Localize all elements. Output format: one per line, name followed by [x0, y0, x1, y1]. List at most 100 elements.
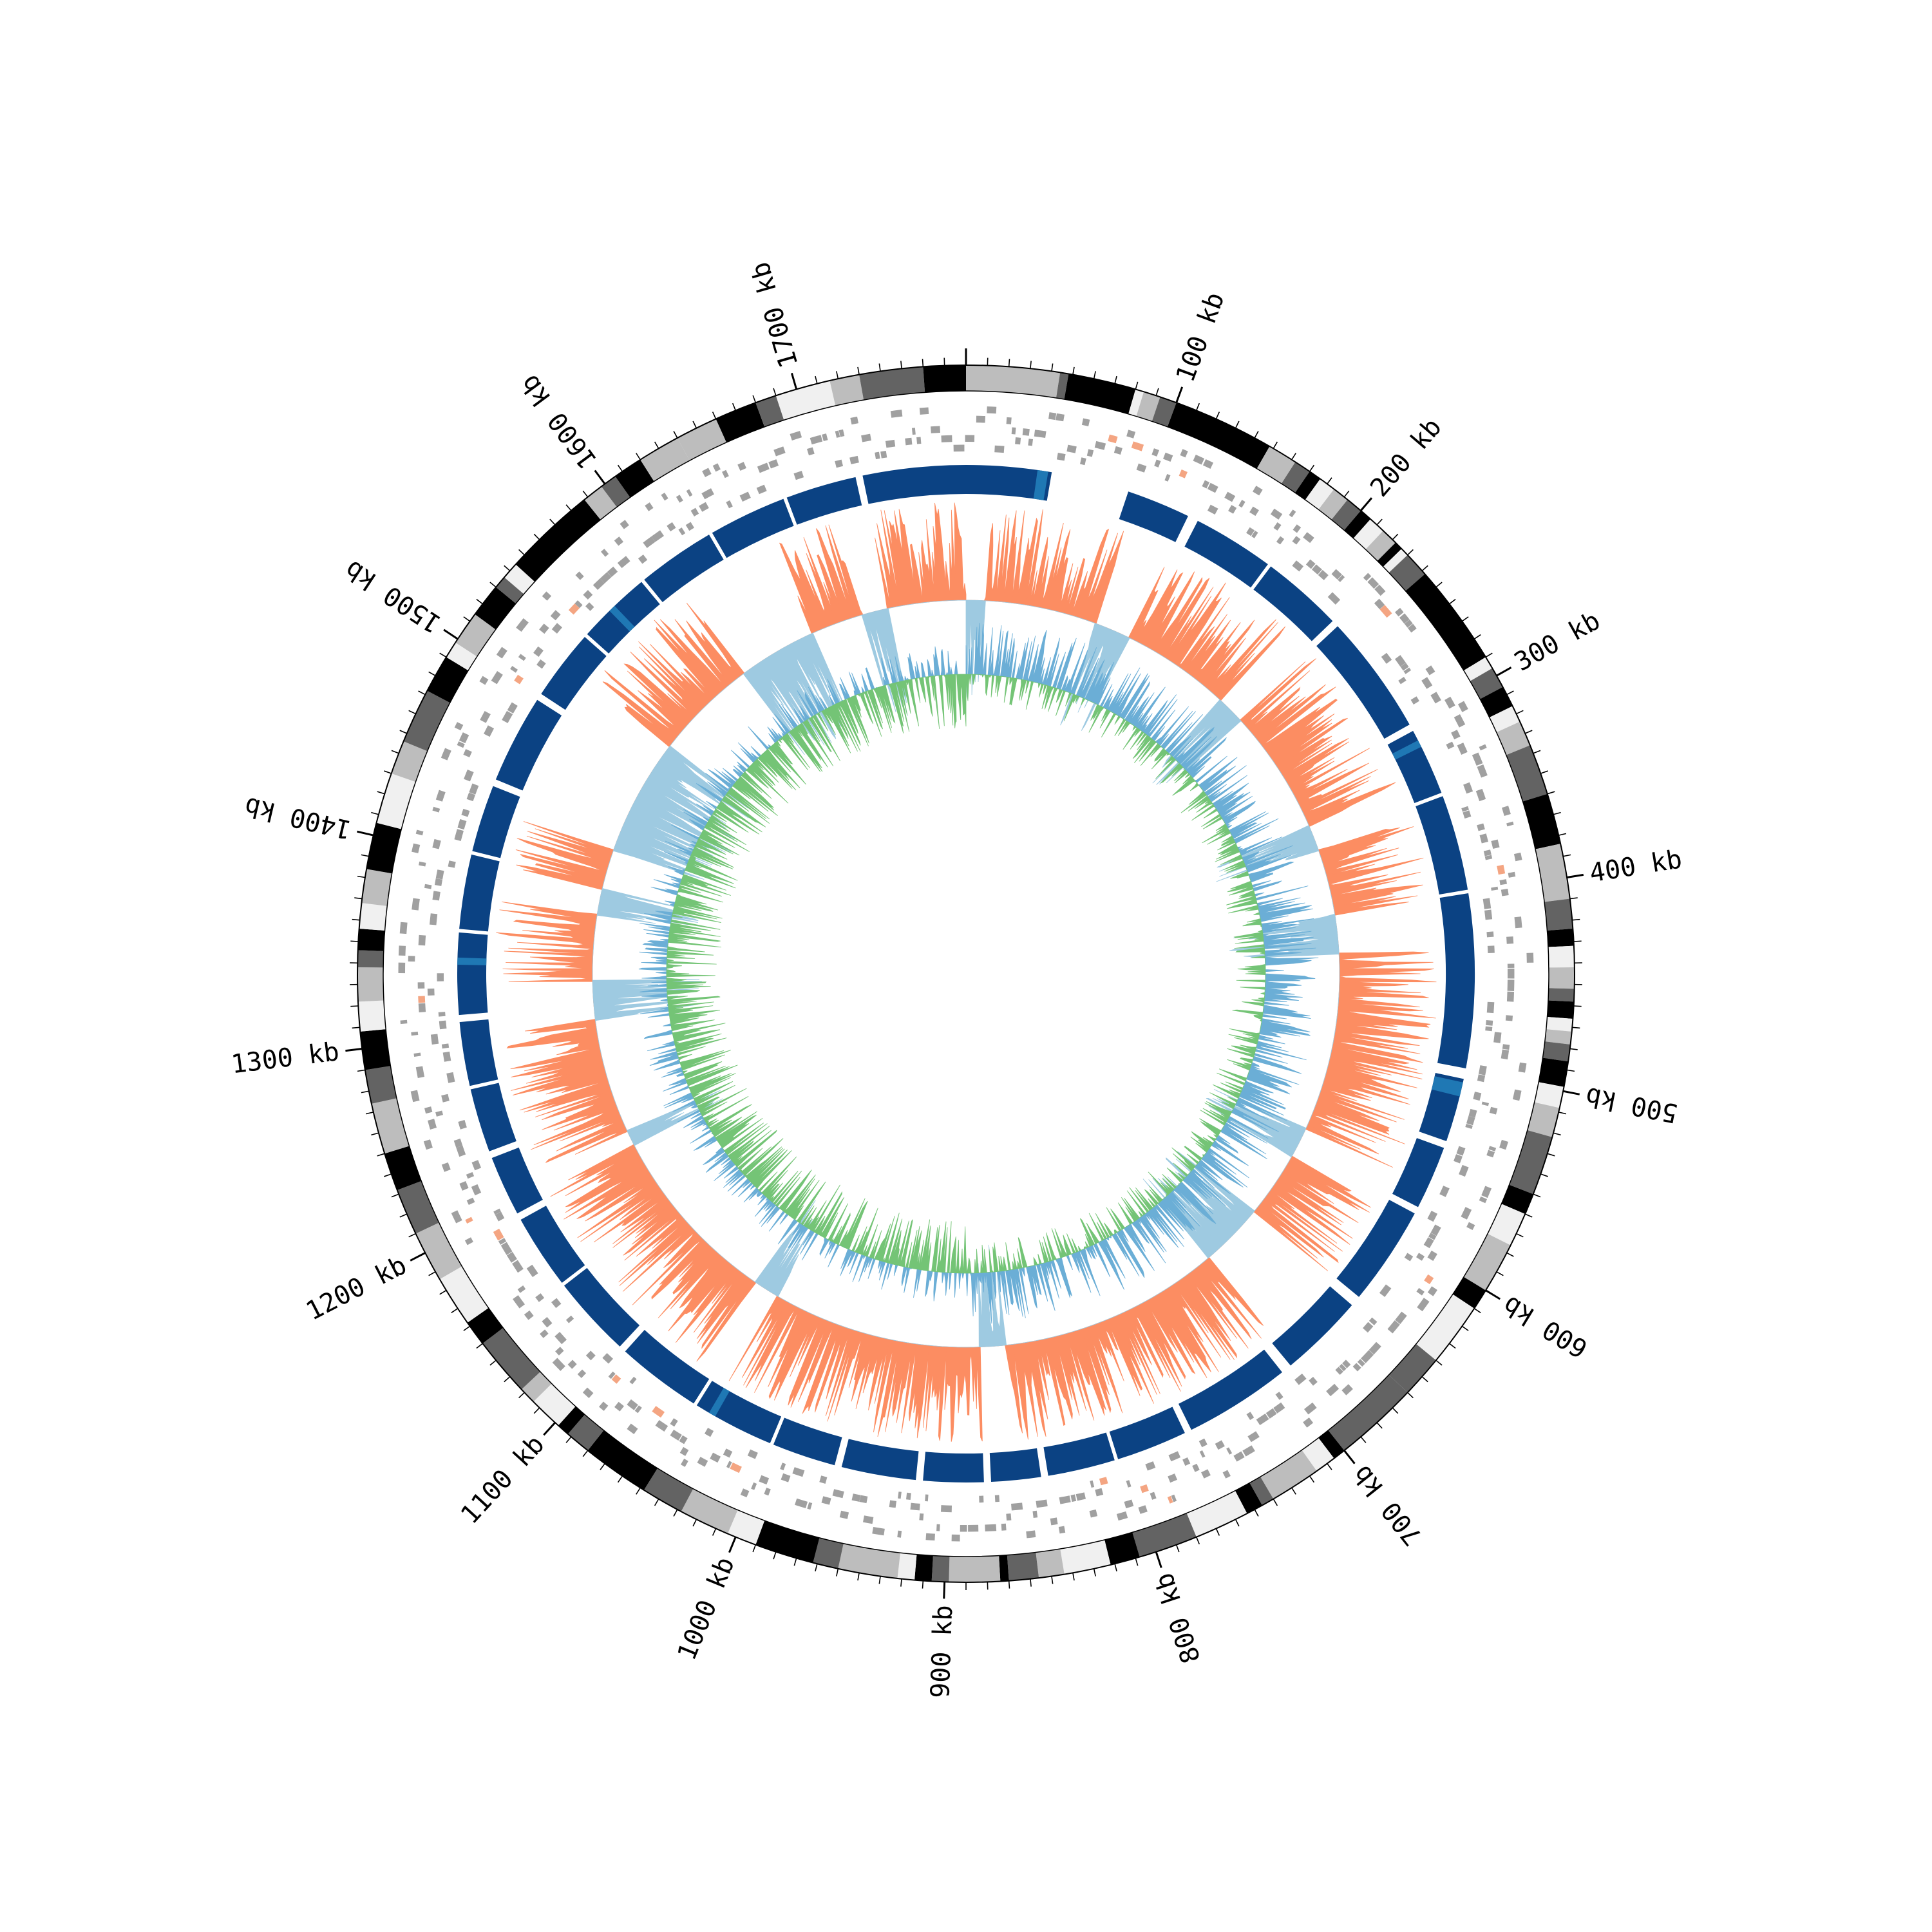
tick-label: 900 kb	[925, 1605, 958, 1699]
gene-feature	[1486, 931, 1494, 938]
gene-feature	[697, 1457, 708, 1467]
minor-tick	[428, 1271, 436, 1276]
minor-tick	[439, 1289, 447, 1295]
gray-block	[1480, 687, 1513, 717]
minor-tick	[1114, 1564, 1117, 1572]
minor-tick	[1051, 363, 1054, 372]
gene-feature	[652, 1406, 665, 1418]
gene-feature	[1131, 441, 1144, 451]
feature-ring	[398, 406, 1534, 1542]
gray-block	[357, 1000, 386, 1032]
gray-block	[558, 1406, 585, 1434]
gene-feature	[1253, 486, 1263, 496]
gc-skew-ring	[638, 623, 1319, 1324]
minor-tick	[451, 1308, 459, 1314]
gene-feature	[484, 725, 495, 737]
gene-feature	[554, 1332, 567, 1345]
gene-feature	[1006, 417, 1012, 424]
gene-feature	[1140, 1484, 1149, 1493]
gene-feature	[889, 1500, 896, 1508]
gene-feature	[1294, 1373, 1307, 1385]
gray-block	[397, 1180, 439, 1234]
minor-tick	[391, 1193, 399, 1198]
minor-tick	[463, 616, 471, 622]
minor-tick	[408, 710, 416, 715]
gray-block	[391, 741, 428, 782]
gene-feature	[439, 1020, 447, 1030]
gene-feature	[910, 1502, 920, 1511]
gene-feature	[1501, 806, 1511, 817]
minor-tick	[1553, 1132, 1561, 1136]
gray-block	[1547, 1000, 1575, 1019]
gene-feature	[645, 502, 654, 511]
gene-feature	[1463, 810, 1472, 819]
gene-feature	[463, 749, 472, 758]
gene-feature	[670, 1418, 678, 1427]
gray-block	[813, 1537, 844, 1569]
minor-tick	[1327, 1463, 1332, 1470]
gray-block	[677, 419, 727, 461]
gene-feature	[1056, 453, 1066, 461]
gene-feature	[1273, 1402, 1285, 1414]
gene-feature	[1249, 506, 1259, 516]
gene-feature	[1507, 963, 1515, 969]
minor-tick	[518, 1392, 525, 1399]
gene-feature	[1486, 1150, 1495, 1158]
gray-block	[455, 614, 496, 657]
gray-block	[1463, 657, 1493, 681]
gene-feature	[555, 1347, 564, 1356]
minor-tick	[504, 1376, 511, 1383]
gene-feature	[1094, 440, 1106, 450]
gray-block	[1416, 1294, 1475, 1361]
minor-tick	[518, 549, 525, 556]
gray-block	[1318, 489, 1348, 520]
gene-feature	[399, 922, 408, 934]
gene-feature	[1086, 449, 1094, 457]
gray-block	[1295, 471, 1321, 500]
gene-feature	[1454, 714, 1466, 728]
gene-feature	[985, 1524, 997, 1531]
gene-feature	[518, 654, 526, 661]
gray-block	[1281, 462, 1310, 493]
gene-feature	[690, 507, 699, 516]
gene-feature	[602, 1353, 613, 1364]
gene-feature	[751, 1482, 757, 1490]
gene-feature	[1374, 598, 1385, 610]
gene-feature	[466, 792, 476, 802]
gene-feature	[1224, 491, 1236, 502]
gray-block	[1331, 499, 1361, 531]
minor-tick	[1558, 1112, 1567, 1115]
gene-feature	[496, 647, 507, 659]
gray-block	[1544, 1029, 1572, 1045]
gene-feature	[1304, 1402, 1317, 1415]
gene-feature	[781, 1473, 791, 1482]
gray-block	[1489, 706, 1520, 733]
gene-feature	[432, 891, 440, 901]
gene-feature	[1499, 879, 1507, 886]
minor-tick	[1572, 1027, 1580, 1029]
minor-tick	[1435, 1359, 1443, 1366]
gene-feature	[994, 1495, 1000, 1502]
gene-feature	[1293, 524, 1302, 533]
gene-feature	[667, 522, 676, 532]
gene-feature	[516, 618, 529, 632]
minor-tick	[1533, 1193, 1541, 1198]
blast-hit	[966, 465, 1052, 501]
gene-feature	[1034, 430, 1046, 439]
gene-feature	[471, 1160, 482, 1171]
gene-feature	[1150, 1492, 1157, 1500]
gene-feature	[1491, 839, 1500, 849]
gene-feature	[634, 1405, 642, 1414]
gene-feature	[1193, 454, 1205, 465]
gene-feature	[510, 665, 518, 673]
blast-hit	[1272, 1286, 1352, 1366]
blast-hit	[1043, 1432, 1115, 1476]
gene-feature	[661, 492, 668, 501]
gene-feature	[936, 1524, 940, 1531]
tick-label: 1000 kb	[672, 1553, 740, 1664]
gene-feature	[575, 571, 584, 580]
gene-feature	[1276, 536, 1285, 545]
minor-tick	[654, 1499, 659, 1506]
minor-tick	[692, 1519, 697, 1527]
